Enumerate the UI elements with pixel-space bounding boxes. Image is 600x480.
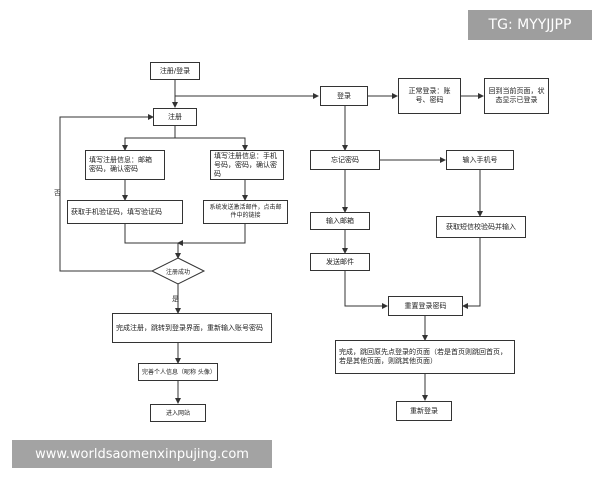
- node-login: 登录: [320, 86, 368, 106]
- decision-label: 注册成功: [165, 269, 190, 276]
- node-input-email: 输入邮箱: [310, 212, 370, 230]
- node-reset: 重置登录密码: [388, 296, 463, 316]
- edge-code-decision: [124, 224, 181, 259]
- label-yes: 是: [172, 295, 179, 303]
- edge-decision-no: [59, 114, 154, 272]
- node-get-phone-code: 获取手机验证码，填写验证码: [67, 200, 183, 224]
- node-input-phone: 输入手机号: [446, 150, 514, 170]
- node-normal-login: 正常登录：账号、密码: [398, 78, 461, 114]
- node-send-email: 系统发送激活邮件，点击邮件中的链接: [203, 200, 288, 224]
- node-send-mail: 发送邮件: [310, 253, 370, 271]
- edge-register-email: [122, 126, 176, 151]
- node-complete-profile: 完善个人信息（昵称 头像）: [138, 363, 218, 381]
- node-back-page: 回到当前页面，状态显示已登录: [484, 78, 549, 114]
- edge-sms-reset: [462, 238, 481, 309]
- node-start: 注册/登录: [150, 62, 200, 80]
- node-fill-email: 填写注册信息：邮箱 密码，确认密码: [85, 150, 165, 180]
- node-get-sms: 获取短信校验码并输入: [436, 216, 526, 238]
- tg-watermark: TG: MYYJJPP: [468, 10, 592, 40]
- label-no: 否: [54, 189, 61, 197]
- node-enter-site: 进入网站: [150, 404, 206, 422]
- decision-diamond: [150, 257, 206, 285]
- node-fill-phone: 填写注册信息：手机号码，密码，确认密码: [210, 150, 284, 180]
- node-forgot: 忘记密码: [310, 150, 380, 170]
- edge-send-decision: [177, 224, 246, 246]
- edge-register-phone: [175, 137, 248, 151]
- edge-send-reset: [344, 271, 388, 309]
- node-relogin: 重新登录: [396, 401, 452, 421]
- node-register: 注册: [153, 108, 197, 126]
- url-watermark: www.worldsaomenxinpujing.com: [12, 440, 272, 468]
- node-done-register: 完成注册，跳转到登录界面，重新输入账号密码: [112, 313, 272, 343]
- node-finish-reset: 完成，跳回原先点登录的页面（若是首页则跳回首页，若是其他页面，则跳其他页面）: [335, 340, 515, 374]
